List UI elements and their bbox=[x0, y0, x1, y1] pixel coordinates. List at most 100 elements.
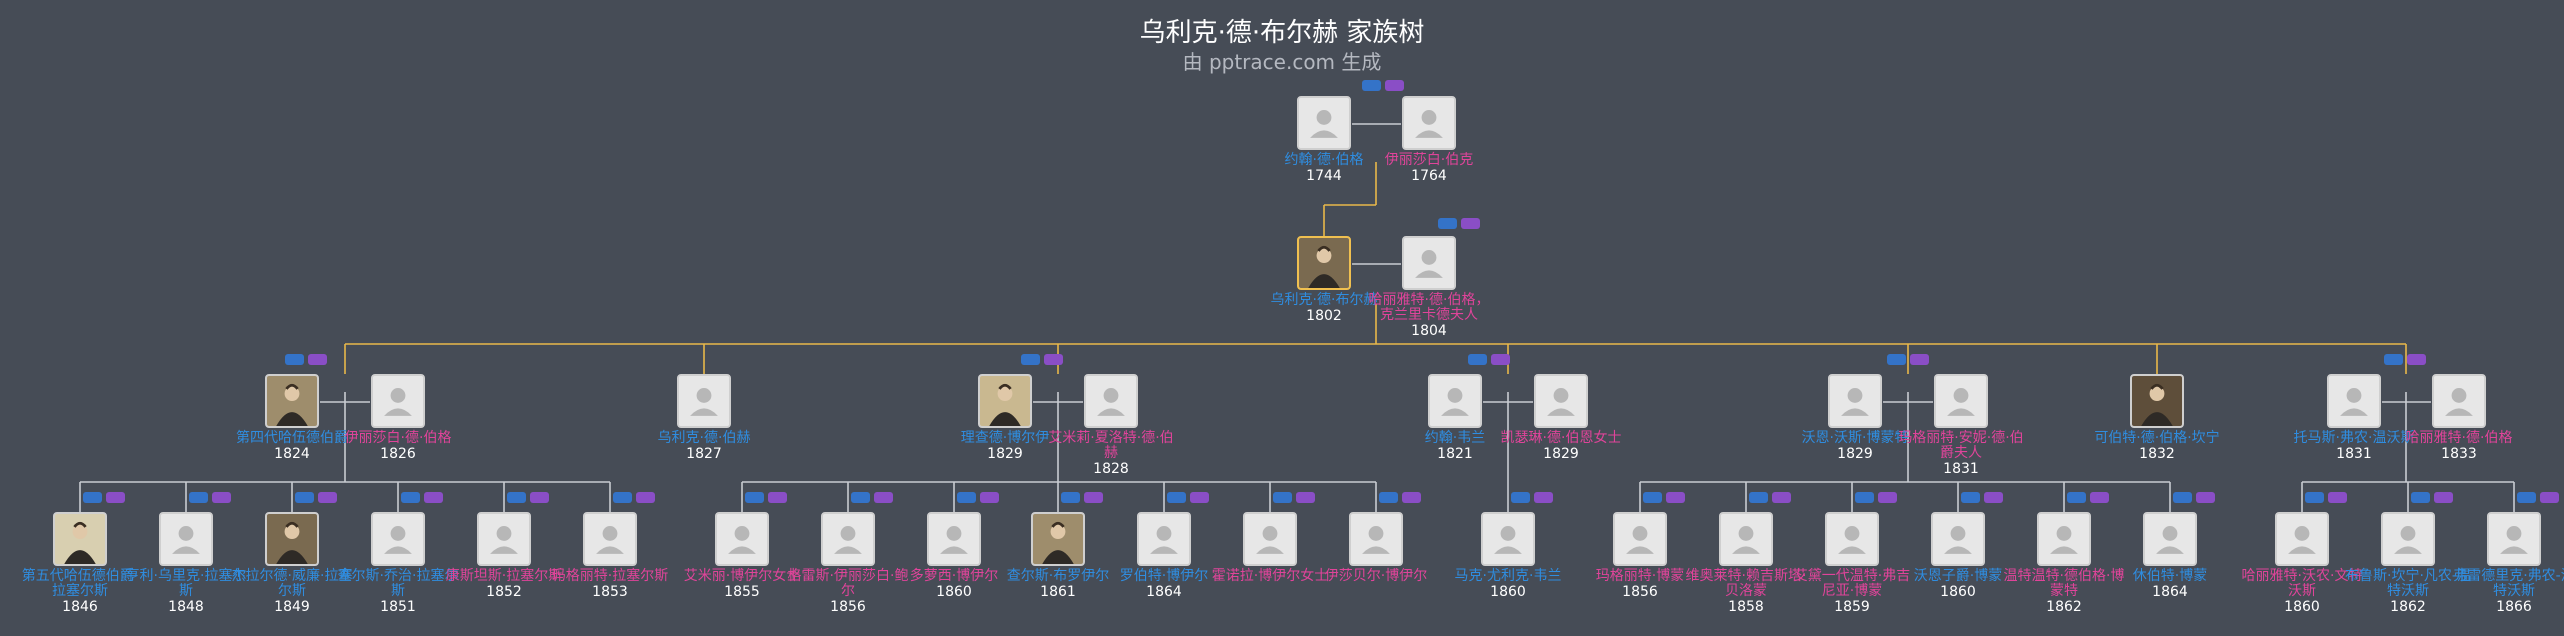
expand-ancestors-icon[interactable] bbox=[1273, 492, 1292, 503]
expand-badges[interactable] bbox=[1641, 492, 1689, 506]
expand-badges[interactable] bbox=[81, 492, 129, 506]
expand-ancestors-icon[interactable] bbox=[1749, 492, 1768, 503]
expand-ancestors-icon[interactable] bbox=[957, 492, 976, 503]
expand-ancestors-icon[interactable] bbox=[2067, 492, 2086, 503]
expand-descendants-icon[interactable] bbox=[2328, 492, 2347, 503]
expand-descendants-icon[interactable] bbox=[2407, 354, 2426, 365]
expand-descendants-icon[interactable] bbox=[530, 492, 549, 503]
expand-badges[interactable] bbox=[955, 492, 1003, 506]
expand-ancestors-icon[interactable] bbox=[83, 492, 102, 503]
expand-badges[interactable] bbox=[1509, 492, 1557, 506]
expand-descendants-icon[interactable] bbox=[1878, 492, 1897, 503]
expand-descendants-icon[interactable] bbox=[424, 492, 443, 503]
expand-badges[interactable] bbox=[849, 492, 897, 506]
person-card[interactable]: 伊莎贝尔·博伊尔 bbox=[1311, 512, 1441, 584]
expand-descendants-icon[interactable] bbox=[2090, 492, 2109, 503]
expand-ancestors-icon[interactable] bbox=[1061, 492, 1080, 503]
expand-ancestors-icon[interactable] bbox=[507, 492, 526, 503]
expand-ancestors-icon[interactable] bbox=[1379, 492, 1398, 503]
expand-descendants-icon[interactable] bbox=[1461, 218, 1480, 229]
expand-badges[interactable] bbox=[1466, 354, 1514, 368]
expand-descendants-icon[interactable] bbox=[318, 492, 337, 503]
expand-descendants-icon[interactable] bbox=[106, 492, 125, 503]
expand-ancestors-icon[interactable] bbox=[2384, 354, 2403, 365]
expand-descendants-icon[interactable] bbox=[980, 492, 999, 503]
expand-badges[interactable] bbox=[2515, 492, 2563, 506]
expand-badges[interactable] bbox=[1059, 492, 1107, 506]
expand-descendants-icon[interactable] bbox=[1385, 80, 1404, 91]
expand-badges[interactable] bbox=[2171, 492, 2219, 506]
expand-descendants-icon[interactable] bbox=[1402, 492, 1421, 503]
expand-ancestors-icon[interactable] bbox=[1438, 218, 1457, 229]
expand-ancestors-icon[interactable] bbox=[2517, 492, 2536, 503]
expand-badges[interactable] bbox=[283, 354, 331, 368]
expand-ancestors-icon[interactable] bbox=[401, 492, 420, 503]
expand-badges[interactable] bbox=[2065, 492, 2113, 506]
expand-descendants-icon[interactable] bbox=[1534, 492, 1553, 503]
expand-badges[interactable] bbox=[2409, 492, 2457, 506]
expand-badges[interactable] bbox=[743, 492, 791, 506]
expand-descendants-icon[interactable] bbox=[1491, 354, 1510, 365]
expand-badges[interactable] bbox=[1165, 492, 1213, 506]
expand-ancestors-icon[interactable] bbox=[2305, 492, 2324, 503]
expand-ancestors-icon[interactable] bbox=[1021, 354, 1040, 365]
expand-descendants-icon[interactable] bbox=[2196, 492, 2215, 503]
expand-ancestors-icon[interactable] bbox=[1468, 354, 1487, 365]
expand-descendants-icon[interactable] bbox=[2540, 492, 2559, 503]
expand-descendants-icon[interactable] bbox=[636, 492, 655, 503]
expand-descendants-icon[interactable] bbox=[1190, 492, 1209, 503]
expand-ancestors-icon[interactable] bbox=[189, 492, 208, 503]
expand-descendants-icon[interactable] bbox=[1666, 492, 1685, 503]
expand-descendants-icon[interactable] bbox=[768, 492, 787, 503]
expand-ancestors-icon[interactable] bbox=[1167, 492, 1186, 503]
expand-ancestors-icon[interactable] bbox=[295, 492, 314, 503]
expand-descendants-icon[interactable] bbox=[874, 492, 893, 503]
expand-descendants-icon[interactable] bbox=[1044, 354, 1063, 365]
expand-ancestors-icon[interactable] bbox=[851, 492, 870, 503]
expand-descendants-icon[interactable] bbox=[1910, 354, 1929, 365]
expand-badges[interactable] bbox=[1959, 492, 2007, 506]
expand-ancestors-icon[interactable] bbox=[1887, 354, 1906, 365]
expand-ancestors-icon[interactable] bbox=[1855, 492, 1874, 503]
expand-badges[interactable] bbox=[611, 492, 659, 506]
expand-badges[interactable] bbox=[1360, 80, 1408, 94]
expand-badges[interactable] bbox=[2303, 492, 2351, 506]
expand-ancestors-icon[interactable] bbox=[745, 492, 764, 503]
expand-badges[interactable] bbox=[293, 492, 341, 506]
expand-badges[interactable] bbox=[1271, 492, 1319, 506]
expand-badges[interactable] bbox=[399, 492, 447, 506]
expand-descendants-icon[interactable] bbox=[1084, 492, 1103, 503]
expand-descendants-icon[interactable] bbox=[212, 492, 231, 503]
